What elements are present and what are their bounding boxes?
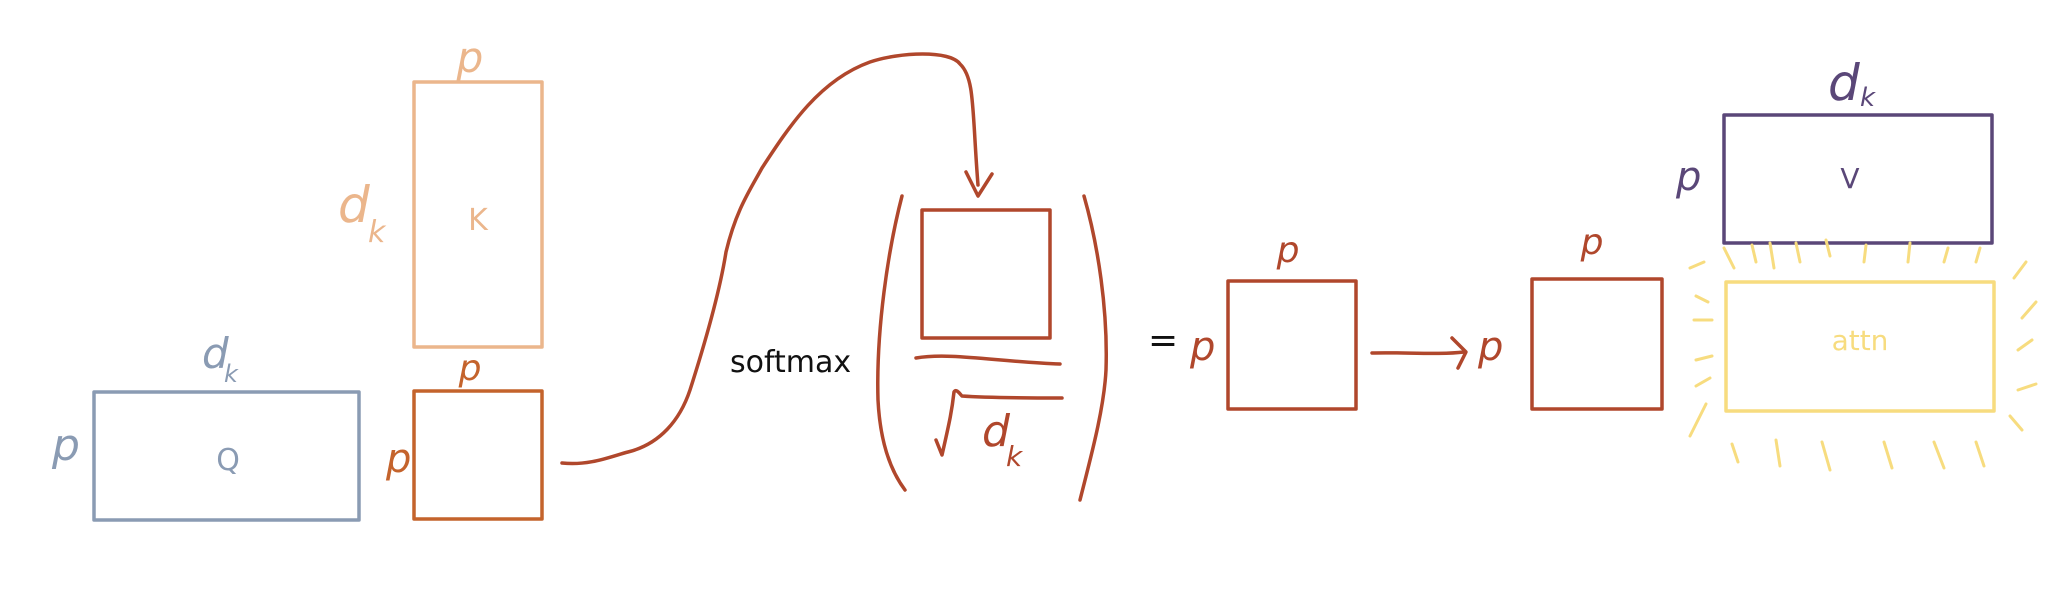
straight-arrow-head-icon [1450,336,1468,370]
attn-glow-marks [1688,238,2038,472]
v-cols-label: d [1828,54,1860,112]
k-matrix [412,80,544,349]
scores-group: p p [385,348,544,521]
k-cols-label: p [456,33,484,82]
scores-rows-label: p [385,436,411,482]
q-cols-label: d [202,329,229,378]
v-cols-subscript: k [1860,83,1876,113]
weights-group: p p [1477,222,1664,411]
right-paren [1078,194,1108,502]
weights-cols-label: p [1580,222,1604,263]
curved-arrow-head-icon [964,170,994,198]
k-rows-subscript: k [368,215,387,250]
curved-arrow [560,52,980,466]
q-label: Q [216,443,240,478]
v-group: V p d k [1675,54,1994,245]
softmax-result-cols-label: p [1276,230,1300,271]
fraction-bar [914,354,1062,366]
v-matrix [1722,113,1994,245]
weights-rows-label: p [1477,324,1503,370]
q-cols-subscript: k [224,360,239,388]
attn-label: attn [1832,324,1889,357]
k-label: K [468,203,489,238]
q-matrix [92,390,361,522]
attn-matrix [1724,280,1996,413]
weights-matrix [1530,277,1664,411]
v-rows-label: p [1675,154,1701,200]
q-group: Q p d k [51,329,361,522]
sqrt-d-label: d [982,406,1011,457]
scores-cols-label: p [458,348,482,389]
k-rows-label: d [338,176,370,234]
left-paren [876,194,907,492]
sqrt-d-subscript: k [1006,440,1024,473]
v-label: V [1840,162,1859,195]
softmax-label: softmax [730,345,851,380]
softmax-result-matrix [1226,279,1358,411]
sqrt-symbol [934,388,1064,457]
scores-matrix [412,389,544,521]
q-rows-label: p [51,420,80,471]
k-group: K p d k [338,33,544,349]
straight-arrow [1370,350,1466,356]
numerator-matrix [920,208,1052,340]
attn-group: attn [1688,238,2038,472]
softmax-result-rows-label: p [1189,324,1215,370]
softmax-result-group: p p [1189,230,1358,411]
equals-sign: = [1148,320,1178,361]
